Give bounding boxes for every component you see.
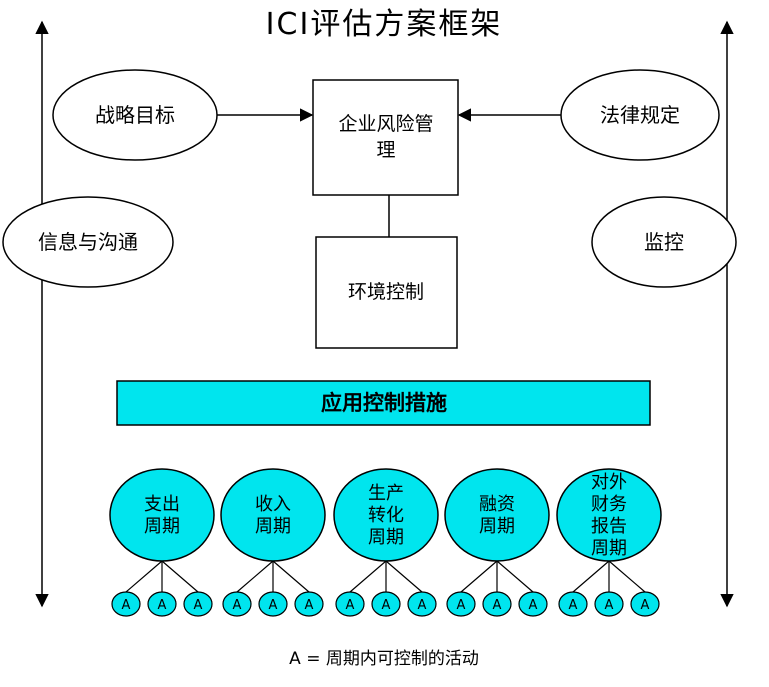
app-control-label: 应用控制措施 <box>321 391 447 415</box>
activity-label: A <box>605 598 614 613</box>
activity-circle <box>446 591 476 617</box>
activity-label: A <box>418 598 427 613</box>
strategic-goals-label: 战略目标 <box>95 103 175 127</box>
activity-circle <box>558 591 588 617</box>
activity-circle <box>222 591 252 617</box>
cycle-label-line: 财务 <box>591 494 627 515</box>
activity-circle <box>183 591 213 617</box>
activity-circle <box>371 591 401 617</box>
cycle-label-line: 支出 <box>144 494 180 515</box>
diagram-title: ICI评估方案框架 <box>266 7 503 42</box>
activity-connector <box>496 560 534 593</box>
activity-circle <box>482 591 512 617</box>
activity-circle <box>630 591 660 617</box>
env-control-box: 环境控制 <box>315 236 458 349</box>
activity-label: A <box>346 598 355 613</box>
cycle-label-line: 收入 <box>255 494 291 515</box>
cycle-label-line: 转化 <box>368 505 404 526</box>
info-comm-label: 信息与沟通 <box>38 230 138 254</box>
activity-connector <box>349 560 387 593</box>
monitoring-label: 监控 <box>644 230 684 254</box>
cycle-label-line: 报告 <box>591 516 627 537</box>
cycle-label-line: 周期 <box>368 527 404 548</box>
activity-label: A <box>569 598 578 613</box>
activity-label: A <box>194 598 203 613</box>
app-control-band: 应用控制措施 <box>116 380 651 426</box>
activity-connector <box>608 560 646 593</box>
activity-label: A <box>641 598 650 613</box>
activity-label: A <box>493 598 502 613</box>
activity-circle <box>335 591 365 617</box>
activity-circle <box>407 591 437 617</box>
activity-label: A <box>382 598 391 613</box>
activity-label: A <box>233 598 242 613</box>
cycle-label-line: 融资 <box>479 494 515 515</box>
activity-label: A <box>457 598 466 613</box>
erm-label-line1: 企业风险管 <box>338 113 433 135</box>
activity-connector <box>385 560 423 593</box>
activity-circle <box>147 591 177 617</box>
activity-circle <box>258 591 288 617</box>
legal-rules-oval: 法律规定 <box>560 69 720 161</box>
erm-box: 企业风险管 理 <box>312 79 459 196</box>
activity-circle <box>594 591 624 617</box>
activity-circle <box>111 591 141 617</box>
activity-circle <box>518 591 548 617</box>
cycle-oval <box>109 468 215 562</box>
env-control-label: 环境控制 <box>348 281 424 303</box>
strategic-goals-oval: 战略目标 <box>52 69 218 161</box>
info-comm-oval: 信息与沟通 <box>2 196 174 288</box>
legend-caption: A = 周期内可控制的活动 <box>289 649 479 669</box>
activity-label: A <box>305 598 314 613</box>
cycle-label-line: 周期 <box>144 516 180 537</box>
cycle-label-line: 周期 <box>591 538 627 559</box>
activity-label: A <box>158 598 167 613</box>
activity-label: A <box>122 598 131 613</box>
legal-rules-label: 法律规定 <box>600 103 680 127</box>
cycle-oval <box>444 468 550 562</box>
activity-label: A <box>269 598 278 613</box>
monitoring-oval: 监控 <box>591 196 737 288</box>
activity-connector <box>460 560 498 593</box>
activity-connector <box>572 560 610 593</box>
cycle-oval <box>220 468 326 562</box>
cycle-label-line: 周期 <box>479 516 515 537</box>
cycle-label-line: 周期 <box>255 516 291 537</box>
activity-label: A <box>529 598 538 613</box>
activity-connector <box>272 560 310 593</box>
activity-connector <box>236 560 274 593</box>
activity-connector <box>161 560 199 593</box>
cycle-label-line: 对外 <box>591 472 627 493</box>
activity-circle <box>294 591 324 617</box>
erm-label-line2: 理 <box>376 139 395 161</box>
activity-connector <box>125 560 163 593</box>
cycle-label-line: 生产 <box>368 483 404 504</box>
